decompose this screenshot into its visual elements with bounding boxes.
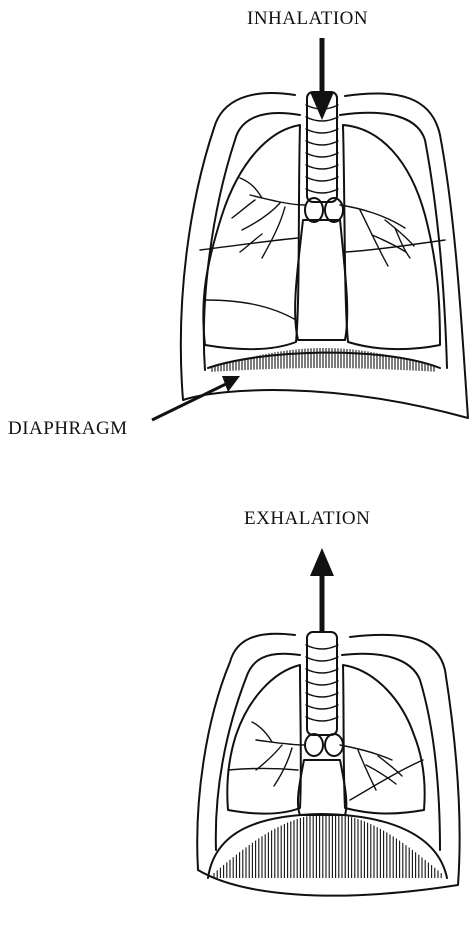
exhalation-label: EXHALATION <box>244 508 370 530</box>
diaphragm-hatching-bottom <box>214 814 441 878</box>
heart <box>295 220 347 340</box>
exhalation-thorax <box>197 632 459 896</box>
left-lung-exhale <box>227 665 301 814</box>
diaphragm-flat <box>208 353 440 368</box>
left-bronchi-exhale <box>252 722 305 786</box>
trachea-exhale <box>306 632 338 735</box>
inhalation-thorax <box>181 92 468 418</box>
right-bronchi-exhale <box>340 745 402 790</box>
heart-exhale <box>298 760 346 815</box>
diaphragm-pointer-arrow <box>152 376 240 420</box>
right-lung-exhale <box>343 665 425 814</box>
diaphragm-label: DIAPHRAGM <box>8 418 128 440</box>
diaphragm-hatching-top <box>212 348 434 372</box>
exhalation-arrow <box>310 548 334 632</box>
right-lung <box>343 125 440 349</box>
left-main-bronchus-exhale <box>305 734 323 756</box>
left-lung <box>203 125 300 349</box>
diaphragm-dome <box>208 814 447 878</box>
right-bronchi <box>340 205 414 266</box>
left-bronchi <box>232 178 305 258</box>
inhalation-label: INHALATION <box>247 8 368 30</box>
